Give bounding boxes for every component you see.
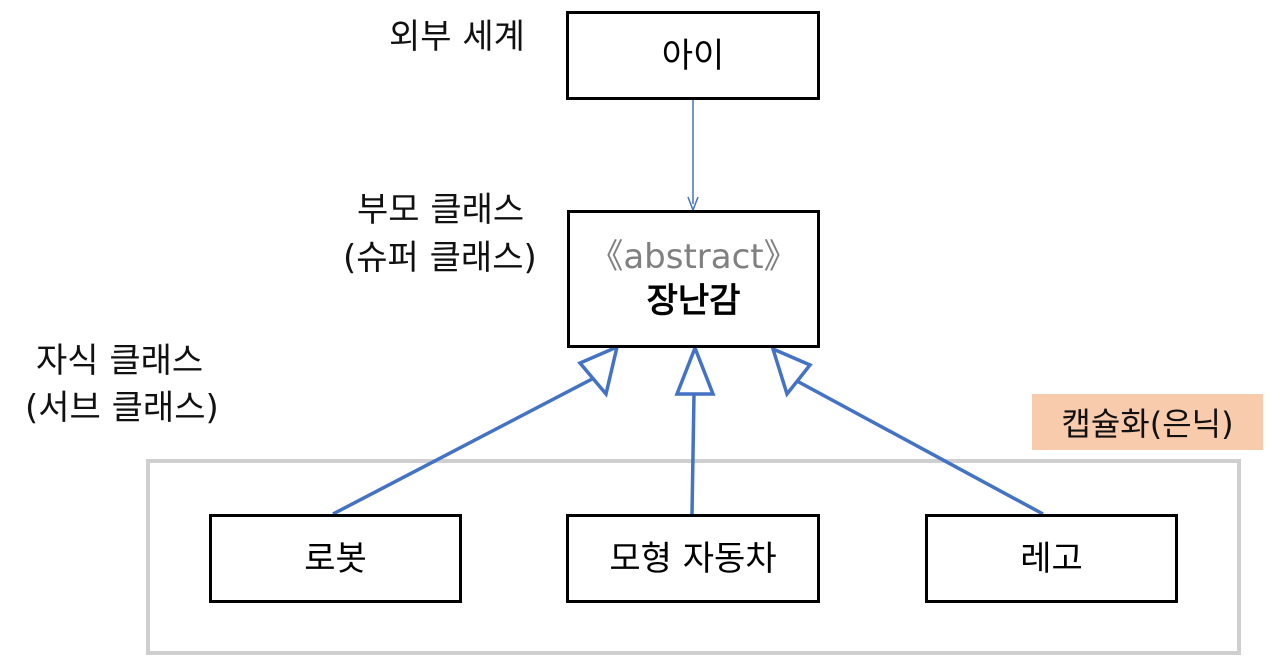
robot-box: 로봇: [209, 514, 462, 603]
child-box-label: 아이: [661, 35, 725, 76]
parent-class-label-line1: 부모 클래스: [357, 190, 525, 230]
lego-box: 레고: [925, 514, 1178, 603]
outside-world-label: 외부 세계: [389, 17, 525, 57]
robot-inheritance-arrowhead: [577, 344, 620, 398]
toy-box-label: 장난감: [646, 281, 741, 321]
lego-inheritance-arrowhead: [770, 345, 813, 398]
model-car-box: 모형 자동차: [566, 514, 820, 603]
robot-inheritance-line: [332, 376, 595, 516]
lego-box-label: 레고: [1020, 538, 1083, 579]
child-box: 아이: [566, 11, 820, 100]
toy-abstract-box: 《abstract》 장난감: [567, 210, 820, 348]
model-car-inheritance-line: [690, 393, 696, 515]
abstract-stereotype: 《abstract》: [589, 237, 798, 277]
parent-class-label-line2: (슈퍼 클래스): [343, 238, 537, 278]
model-car-inheritance-arrowhead: [674, 343, 716, 396]
encapsulation-tag: 캡슐화(은닉): [1032, 394, 1263, 450]
model-car-box-label: 모형 자동차: [609, 538, 777, 579]
child-class-label-line1: 자식 클래스: [36, 341, 204, 381]
robot-box-label: 로봇: [304, 538, 367, 579]
child-class-label-line2: (서브 클래스): [25, 388, 219, 428]
lego-inheritance-line: [794, 378, 1044, 516]
